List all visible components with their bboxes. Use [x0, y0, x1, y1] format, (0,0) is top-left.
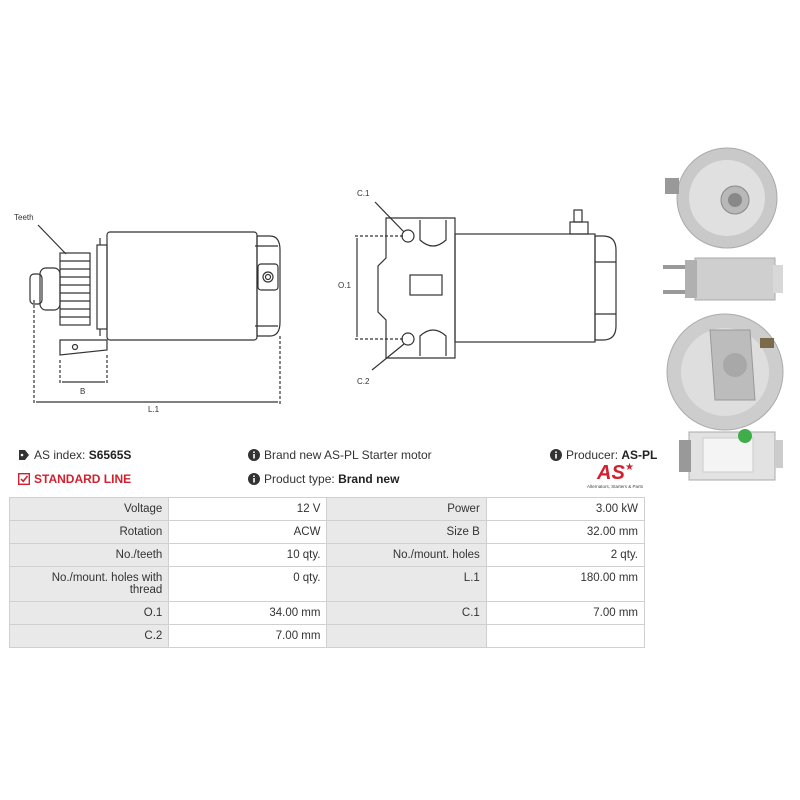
spec-value: ACW — [168, 520, 328, 544]
logo-mark: AS — [597, 462, 625, 484]
spec-label — [326, 624, 487, 648]
as-index-value: S6565S — [88, 448, 132, 462]
as-pl-logo: AS ★ Alternators, Starters & Parts — [585, 462, 650, 492]
spec-value: 2 qty. — [485, 543, 646, 567]
product-type: Product type: Brand new — [248, 472, 399, 486]
dim-c2-label: C.2 — [357, 377, 370, 386]
product-type-value: Brand new — [338, 472, 400, 486]
spec-label: L.1 — [326, 566, 487, 602]
logo-tagline: Alternators, Starters & Parts — [587, 484, 644, 489]
spec-label: Size B — [326, 520, 487, 544]
spec-value: 10 qty. — [168, 543, 328, 567]
spec-value: 7.00 mm — [168, 624, 328, 648]
standard-line: STANDARD LINE — [18, 472, 131, 486]
photo-side-view — [663, 257, 783, 301]
spec-value — [485, 624, 646, 648]
logo-star-icon: ★ — [625, 462, 634, 473]
spec-value: 34.00 mm — [168, 601, 328, 625]
spec-label: Voltage — [8, 497, 170, 521]
producer-value: AS-PL — [621, 448, 658, 462]
tag-icon — [19, 450, 29, 460]
photo-labeled-view — [679, 429, 783, 481]
dim-b-label: B — [80, 387, 85, 396]
spec-value: 180.00 mm — [485, 566, 646, 602]
as-index: AS index: S6565S — [18, 448, 131, 462]
producer: Producer: AS-PL — [550, 448, 657, 462]
spec-value: 3.00 kW — [485, 497, 646, 521]
spec-value: 12 V — [168, 497, 328, 521]
spec-value: 7.00 mm — [485, 601, 646, 625]
photo-rear-view — [666, 313, 784, 431]
dim-c1-label: C.1 — [357, 189, 370, 198]
info-icon — [248, 449, 260, 461]
spec-label: Rotation — [8, 520, 170, 544]
spec-label: O.1 — [8, 601, 170, 625]
spec-value: 0 qty. — [168, 566, 328, 602]
product-photos — [663, 147, 784, 481]
standard-line-text: STANDARD LINE — [34, 472, 132, 486]
product-type-label: Product type: — [264, 472, 335, 486]
checkbox-checked-icon — [18, 473, 30, 485]
info-icon — [248, 473, 260, 485]
brand-new-info: Brand new AS-PL Starter motor — [248, 448, 432, 462]
spec-label: No./mount. holes with thread — [8, 566, 170, 602]
info-icon — [550, 449, 562, 461]
spec-value: 32.00 mm — [485, 520, 646, 544]
spec-label: C.1 — [326, 601, 487, 625]
spec-label: Power — [326, 497, 487, 521]
technical-drawing: Teeth B L.1 C.1 O.1 C.2 — [14, 189, 617, 414]
as-index-label: AS index: — [34, 448, 86, 462]
dim-l1-label: L.1 — [148, 405, 160, 414]
spec-label: No./mount. holes — [326, 543, 487, 567]
teeth-label: Teeth — [14, 213, 34, 222]
spec-label: No./teeth — [8, 543, 170, 567]
producer-label: Producer: — [566, 448, 619, 462]
photo-front-view — [665, 147, 778, 249]
spec-label: C.2 — [8, 624, 170, 648]
dim-o1-label: O.1 — [338, 281, 351, 290]
brand-new-text: Brand new AS-PL Starter motor — [264, 448, 432, 462]
